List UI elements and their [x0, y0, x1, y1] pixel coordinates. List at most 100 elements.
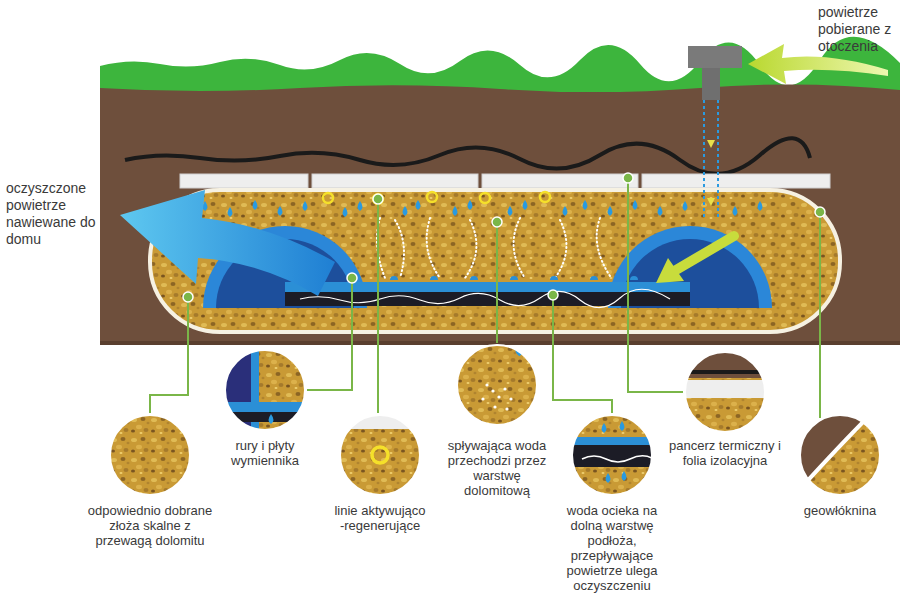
- callout-armor-part-part: [685, 380, 765, 398]
- water-drops-part: [453, 206, 458, 216]
- callout-geotextile: [800, 415, 880, 495]
- callout-drip-part-part: [622, 471, 627, 481]
- activating-rings-part: [540, 192, 550, 202]
- dome-arrow-part: [656, 258, 684, 283]
- leader-lines-part: [496, 222, 498, 343]
- callout-label: linie aktywująco -regenerujące: [334, 503, 426, 533]
- water-drops-part: [608, 206, 613, 216]
- callout-water-part-part: [457, 345, 537, 425]
- callout-drip-part-part: [572, 415, 652, 495]
- callout-water-part-part: [481, 383, 512, 410]
- leader-lines-part: [150, 297, 188, 413]
- water-drops-part: [358, 201, 363, 211]
- callout-pipes-part-part: [225, 402, 305, 412]
- activating-rings-part: [427, 192, 437, 202]
- callout-drip-part-part: [602, 423, 607, 433]
- exchanger-plate-part: [310, 276, 638, 280]
- intake-chimney-part: [688, 46, 742, 68]
- water-drops-part: [508, 206, 513, 216]
- intake-chimney-part: [707, 198, 715, 206]
- callout-armor-part: [685, 352, 765, 432]
- callout-drip-part: [572, 415, 652, 495]
- callout-lines-part: [340, 415, 420, 495]
- callout-label: odpowiednio dobrane złoża skalne z przew…: [80, 503, 220, 548]
- water-drops-part: [303, 201, 308, 211]
- leader-dots-part: [347, 273, 357, 283]
- leader-dots: [183, 173, 825, 302]
- water-drops-part: [228, 207, 233, 217]
- soil: [100, 88, 900, 345]
- callout-pipes-part-part: [225, 350, 305, 430]
- thermal-boards: [180, 174, 830, 188]
- callout-geotextile-part: [800, 415, 880, 495]
- exchanger-plate-part: [300, 289, 670, 307]
- water-drops-part: [683, 201, 688, 211]
- dome-arrow: [656, 236, 734, 283]
- water-drops-part: [563, 206, 568, 216]
- arrow-label: powietrze pobierane z otoczenia: [818, 4, 894, 55]
- callout-geotextile-part: [800, 415, 880, 495]
- callout-armor-part-part: [685, 352, 765, 378]
- activating-rings-part: [480, 193, 490, 203]
- leader-dots-part: [373, 194, 383, 204]
- water-drops-part: [583, 200, 588, 210]
- water-streams-part: [395, 220, 404, 278]
- callout-water-part-part-part: [505, 407, 508, 410]
- callout-geotextile-part-part: [800, 415, 880, 495]
- water-streams-part: [514, 218, 525, 278]
- thermal-boards-part: [482, 174, 638, 188]
- callout-rock-part: [110, 415, 190, 495]
- callout-drip: [572, 415, 652, 495]
- water-drops-part: [523, 200, 528, 210]
- callout-pipes-part-part: [225, 412, 305, 422]
- callout-drip-part-part: [572, 445, 652, 467]
- exchanger-plate: [285, 276, 690, 308]
- arrow-label: oczyszczone powietrze nawiewane do domu: [6, 180, 106, 248]
- callout-water: [457, 340, 537, 425]
- callout-label: woda ocieka na dolną warstwę podłoża, pr…: [556, 503, 668, 593]
- water-drops-part: [468, 200, 473, 210]
- water-drops-part: [758, 201, 763, 211]
- intake-chimney-part: [703, 100, 705, 218]
- leader-dots-part: [492, 217, 502, 227]
- leader-lines-part: [307, 278, 352, 390]
- callout-rock-part: [110, 415, 190, 495]
- callout-water-part-part-part: [491, 389, 494, 392]
- water-drops-part: [633, 200, 638, 210]
- callout-water-part-part-part: [497, 395, 500, 398]
- intake-chimney-part: [717, 100, 719, 218]
- callout-drip-part: [572, 415, 652, 495]
- callout-drip-part-part: [620, 421, 625, 431]
- callout-label: pancerz termiczny i folia izolacyjna: [663, 438, 788, 468]
- water-streams-part: [465, 220, 476, 278]
- callout-pipes-part: [225, 350, 305, 430]
- activating-rings-part: [373, 194, 383, 204]
- callout-water-part: [457, 345, 537, 425]
- callout-drip-part-part: [606, 473, 611, 483]
- water-drops-part: [658, 206, 663, 216]
- water-drops-part: [343, 207, 348, 217]
- callout-label: spływająca woda przechodzi przez warstwę…: [441, 438, 553, 498]
- soil-part: [100, 88, 900, 345]
- callout-water-part-part-part: [485, 383, 488, 386]
- callout-water-part-part-part: [503, 387, 506, 390]
- callout-water-part-part-part: [481, 397, 484, 400]
- callout-label: rury i płyty wymiennika: [215, 438, 315, 468]
- water-streams-part: [427, 218, 440, 278]
- callout-water-part: [457, 340, 537, 425]
- water-drops-part: [278, 206, 283, 216]
- water-drops-part: [403, 206, 408, 216]
- thermal-boards-part: [312, 174, 478, 188]
- activating-rings: [323, 192, 550, 204]
- leader-dots-part: [623, 173, 633, 183]
- callout-lines-part-part: [340, 415, 420, 495]
- leader-lines-part: [628, 178, 683, 392]
- activating-rings-part: [323, 193, 333, 203]
- callout-lines-part: [340, 415, 420, 495]
- drain-line: [125, 138, 810, 174]
- callout-pipes: [225, 350, 305, 430]
- leader-lines-part: [377, 199, 379, 413]
- intake-chimney-part: [702, 66, 720, 100]
